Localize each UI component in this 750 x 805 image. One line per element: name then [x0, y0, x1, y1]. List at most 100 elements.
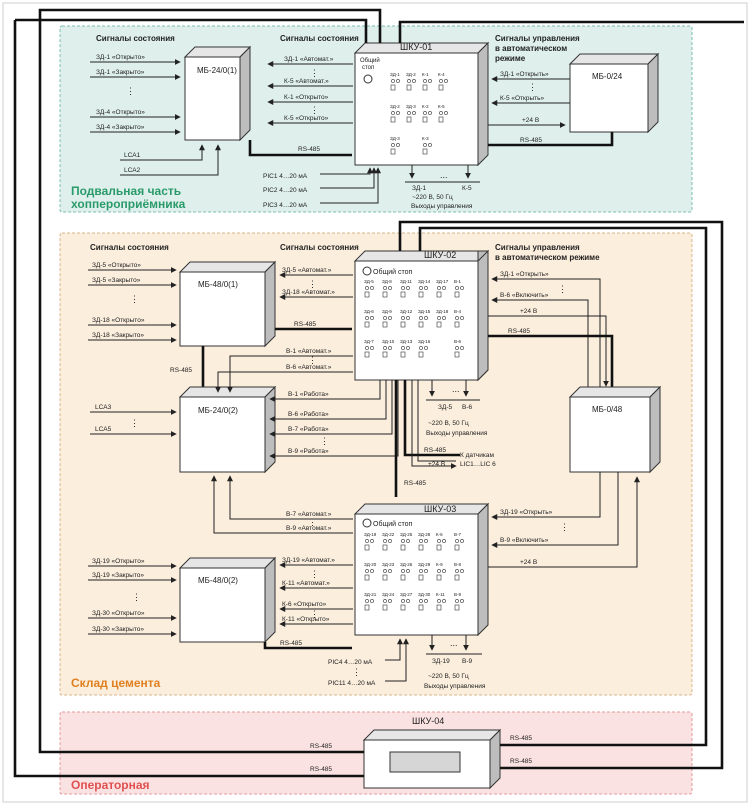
mb24-01-dots: ⋮ — [126, 86, 135, 96]
mode-switch[interactable] — [364, 604, 370, 611]
shku03-stop-button[interactable] — [362, 518, 372, 528]
rs485-label-z1-left: RS-485 — [298, 146, 320, 153]
mode-switch[interactable] — [436, 574, 442, 581]
mode-switch[interactable] — [418, 544, 424, 551]
indicator-lamp — [423, 111, 427, 115]
mb48-01-input-1: ЗД-5 «Открыто» — [92, 262, 141, 269]
mb48-02-block: МБ-48/0(2) — [178, 556, 277, 644]
mode-switch[interactable] — [418, 291, 424, 298]
rs485-label-left-z2: RS-485 — [170, 367, 192, 374]
indicator-label: ЗД-24 — [382, 592, 395, 597]
mode-switch[interactable] — [390, 116, 396, 123]
shku03-status-dots: ⋮ — [310, 569, 319, 579]
indicator-lamp — [419, 539, 423, 543]
indicator-label: В-6 — [454, 339, 462, 344]
mode-switch[interactable] — [422, 84, 428, 91]
indicator-label: ЗД-14 — [418, 279, 431, 284]
mb0-48-block: МБ-0/48 — [568, 385, 662, 474]
indicator-lamp — [424, 599, 428, 603]
zone-operator-title: Операторная — [71, 778, 150, 792]
shku02-b-signals: В-1 «Автомат.» ⋮ В-6 «Автомат.» В-1 «Раб… — [215, 348, 399, 459]
mode-switch[interactable] — [382, 321, 388, 328]
indicator-label: ЗД-21 — [364, 592, 377, 597]
mode-switch[interactable] — [382, 351, 388, 358]
indicator-lamp — [424, 316, 428, 320]
mode-switch[interactable] — [418, 321, 424, 328]
shku03-pic-inputs: PIC4 4…20 мА ⋮ PIC11 4…20 мА — [328, 638, 409, 687]
mode-switch[interactable] — [438, 116, 444, 123]
mode-switch[interactable] — [400, 321, 406, 328]
mode-switch[interactable] — [454, 604, 460, 611]
shku03-b-signals: В-7 «Автомат.» ⋮ В-9 «Автомат.» — [211, 475, 353, 534]
mode-switch[interactable] — [422, 116, 428, 123]
mode-switch[interactable] — [454, 351, 460, 358]
mode-switch[interactable] — [418, 351, 424, 358]
indicator-label: ЗД-1 — [390, 72, 400, 77]
indicator-lamp — [401, 346, 405, 350]
shku01-status-dots: ⋮ — [310, 68, 319, 78]
shku01-ctrl-2: К-5 «Открыть» — [500, 95, 545, 102]
mode-switch[interactable] — [436, 604, 442, 611]
indicator-lamp — [383, 539, 387, 543]
mode-switch[interactable] — [454, 321, 460, 328]
mode-switch[interactable] — [382, 604, 388, 611]
mode-switch[interactable] — [436, 544, 442, 551]
mb48-01-block: МБ-48/0(1) — [178, 260, 277, 348]
indicator-label: К-1 — [422, 72, 429, 77]
shku01-stop-button[interactable] — [363, 74, 373, 84]
indicator-label: ЗД-17 — [436, 279, 449, 284]
mb24-02-block: МБ-24/0(2) — [178, 385, 277, 474]
shku02-plus24-sensors: +24 В — [428, 461, 445, 468]
indicator-lamp — [406, 286, 410, 290]
mode-switch[interactable] — [418, 574, 424, 581]
mode-switch[interactable] — [406, 116, 412, 123]
mode-switch[interactable] — [436, 321, 442, 328]
indicator-lamp — [419, 599, 423, 603]
mode-switch[interactable] — [364, 321, 370, 328]
shku01-pic-1: PIC1 4…20 мА — [263, 173, 308, 180]
mode-switch[interactable] — [382, 544, 388, 551]
indicator-label: К-5 — [438, 104, 445, 109]
mode-switch[interactable] — [422, 148, 428, 155]
mode-switch[interactable] — [400, 291, 406, 298]
mode-switch[interactable] — [454, 544, 460, 551]
mode-switch[interactable] — [454, 291, 460, 298]
indicator-label: К-9 — [436, 562, 443, 567]
mode-switch[interactable] — [400, 544, 406, 551]
indicator-label: ЗД-28 — [418, 532, 431, 537]
indicator-label: В-8 — [454, 562, 462, 567]
mode-switch[interactable] — [400, 574, 406, 581]
mode-switch[interactable] — [390, 84, 396, 91]
mode-switch[interactable] — [406, 84, 412, 91]
indicator-label: К-6 — [436, 532, 443, 537]
indicator-lamp — [383, 346, 387, 350]
mode-switch[interactable] — [382, 574, 388, 581]
indicator-lamp — [423, 79, 427, 83]
mode-switch[interactable] — [438, 84, 444, 91]
shku02-sensors-1: К датчикам — [460, 452, 494, 459]
indicator-lamp — [401, 539, 405, 543]
shku03-b-2: В-9 «Автомат.» — [286, 525, 332, 532]
mode-switch[interactable] — [390, 148, 396, 155]
zone-basement-title-1: Подвальная часть — [71, 184, 181, 198]
mb48-01-input-4: ЗД-18 «Закрыто» — [92, 332, 144, 339]
mode-switch[interactable] — [364, 544, 370, 551]
mode-switch[interactable] — [364, 574, 370, 581]
indicator-lamp — [419, 316, 423, 320]
mode-switch[interactable] — [418, 604, 424, 611]
mode-switch[interactable] — [436, 291, 442, 298]
mode-switch[interactable] — [400, 604, 406, 611]
mb48-02-input-2: ЗД-19 «Закрыто» — [92, 572, 144, 579]
mode-switch[interactable] — [400, 351, 406, 358]
indicator-lamp — [423, 143, 427, 147]
mode-switch[interactable] — [364, 291, 370, 298]
shku02-stop-button[interactable] — [362, 266, 372, 276]
mode-switch[interactable] — [454, 574, 460, 581]
shku03-out-left: ЗД-19 — [432, 658, 450, 665]
mode-switch[interactable] — [364, 351, 370, 358]
mode-switch[interactable] — [382, 291, 388, 298]
shku02-rs485-sensors: RS-485 — [424, 447, 446, 454]
shku04-screen[interactable] — [389, 751, 461, 773]
